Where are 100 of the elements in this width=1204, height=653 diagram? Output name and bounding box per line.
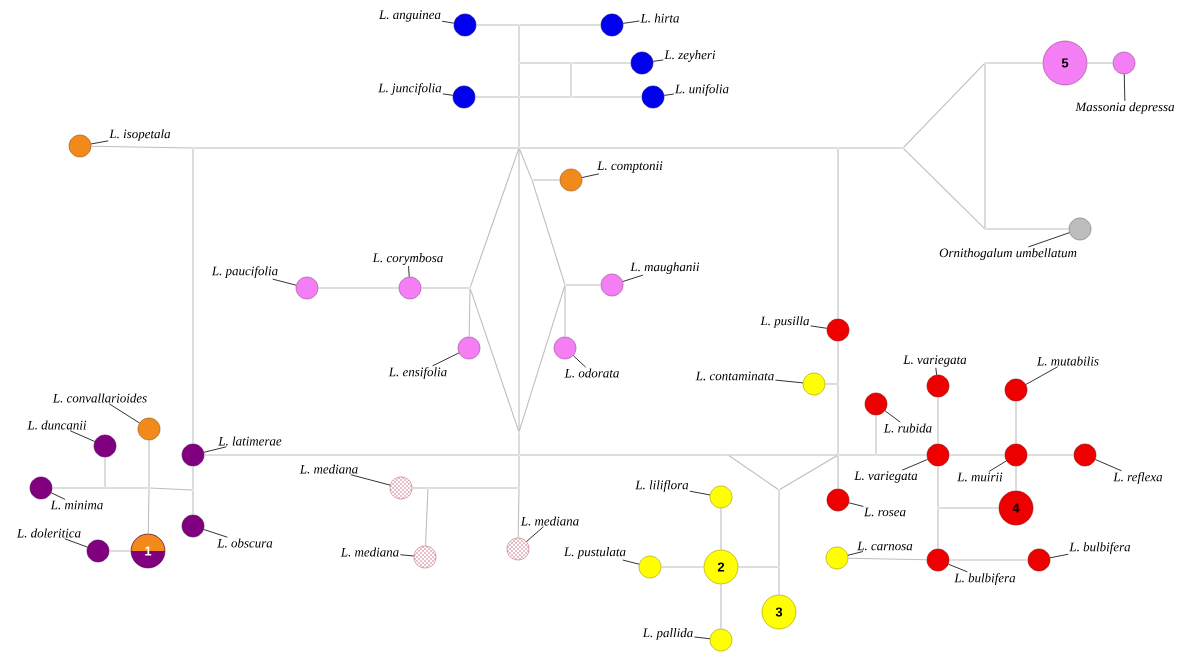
network-line — [519, 24, 602, 26]
haplotype-circle — [93, 434, 117, 458]
haplotype-circle — [181, 514, 205, 538]
haplotype-circle — [709, 485, 733, 509]
haplotype-circle — [926, 443, 950, 467]
haplotype-circle — [1112, 51, 1136, 75]
haplotype-circle — [630, 51, 654, 75]
species-label: Massonia depressa — [1075, 102, 1175, 114]
network-line — [518, 432, 520, 455]
network-line — [1086, 62, 1114, 64]
leader-line — [399, 554, 415, 557]
network-line — [420, 287, 470, 289]
network-line — [779, 454, 838, 491]
leader-line — [810, 325, 828, 329]
network-line — [192, 490, 194, 516]
leader-line — [442, 93, 454, 96]
haplotype-circle — [29, 476, 53, 500]
species-label: L. mediana — [520, 516, 579, 526]
leader-line — [884, 410, 901, 423]
network-line — [847, 557, 928, 561]
leader-line — [50, 492, 66, 500]
species-label: L. maughanii — [630, 262, 700, 274]
haplotype-circle — [452, 85, 476, 109]
species-label: L. corymbosa — [372, 253, 443, 265]
network-line — [778, 567, 780, 596]
leader-line — [350, 474, 391, 486]
network-line — [875, 414, 877, 455]
network-line — [778, 490, 780, 567]
haplotype-circle — [137, 417, 161, 441]
network-line — [518, 148, 533, 180]
network-line — [837, 384, 839, 455]
network-line — [51, 487, 105, 489]
network-line — [104, 456, 106, 488]
network-line — [424, 488, 429, 547]
species-label: L. convallarioides — [52, 393, 147, 403]
haplotype-circle — [709, 628, 733, 652]
leader-line — [948, 563, 968, 573]
network-line — [518, 63, 520, 97]
network-line — [1026, 454, 1075, 456]
haplotype-circle — [926, 374, 950, 398]
network-line — [837, 148, 839, 320]
network-line — [468, 288, 471, 338]
species-label: L. mutabilis — [1036, 356, 1099, 366]
species-label: L. rosea — [863, 507, 906, 517]
species-label: L. obscura — [217, 538, 273, 548]
network-line — [937, 396, 939, 445]
haplotype-circle — [638, 555, 662, 579]
leader-line — [108, 403, 140, 424]
leader-line — [622, 274, 644, 282]
leader-line — [432, 352, 460, 367]
leader-line — [408, 265, 410, 278]
species-label: L. comptonii — [597, 161, 663, 173]
network-line — [824, 383, 838, 385]
leader-line — [441, 20, 455, 24]
leader-line — [622, 559, 640, 565]
network-line — [728, 454, 838, 456]
network-line — [837, 455, 839, 490]
species-label: L. mediana — [299, 464, 358, 474]
network-line — [1015, 465, 1017, 492]
species-label: L. minima — [50, 500, 103, 510]
species-label: L. latimerae — [218, 436, 282, 446]
haplotype-circle — [641, 85, 665, 109]
species-label: L. liliflora — [635, 480, 689, 492]
network-line — [519, 147, 838, 149]
haplotype-circle — [1073, 443, 1097, 467]
haplotype-circle — [413, 545, 437, 569]
species-label: L. anguinea — [378, 10, 441, 22]
network-line — [937, 508, 939, 550]
network-line — [903, 63, 985, 148]
haplotype-circle — [86, 539, 110, 563]
leader-line — [988, 460, 1007, 472]
network-line — [147, 488, 150, 535]
leader-line — [1123, 73, 1126, 102]
network-line — [518, 285, 566, 432]
haplotype-circle — [826, 318, 850, 342]
network-line — [564, 285, 566, 338]
haplotype-circle — [389, 476, 413, 500]
species-label: L. reflexa — [1113, 472, 1163, 484]
species-label: L. unifolia — [674, 84, 729, 96]
network-line — [1015, 400, 1017, 445]
network-line — [531, 180, 566, 285]
species-label: L. paucifolia — [211, 266, 278, 278]
network-line — [519, 96, 571, 98]
haplotype-circle — [825, 546, 849, 570]
network-line — [192, 465, 194, 490]
network-line — [192, 148, 194, 445]
haplotype-circle — [926, 548, 950, 572]
species-label: L. contaminata — [695, 371, 774, 381]
network-line — [660, 566, 705, 568]
leader-line — [663, 93, 675, 96]
species-label: L. zeyheri — [664, 50, 716, 62]
leader-line — [64, 538, 88, 548]
species-label: L. variegata — [903, 355, 967, 367]
network-line — [105, 487, 149, 489]
network-line — [469, 148, 520, 288]
species-label: L. bulbifera — [954, 573, 1016, 585]
species-label: L. pustulata — [563, 547, 626, 559]
network-line — [985, 62, 1044, 64]
network-line — [948, 454, 1006, 456]
species-label: L. variegata — [854, 471, 918, 483]
